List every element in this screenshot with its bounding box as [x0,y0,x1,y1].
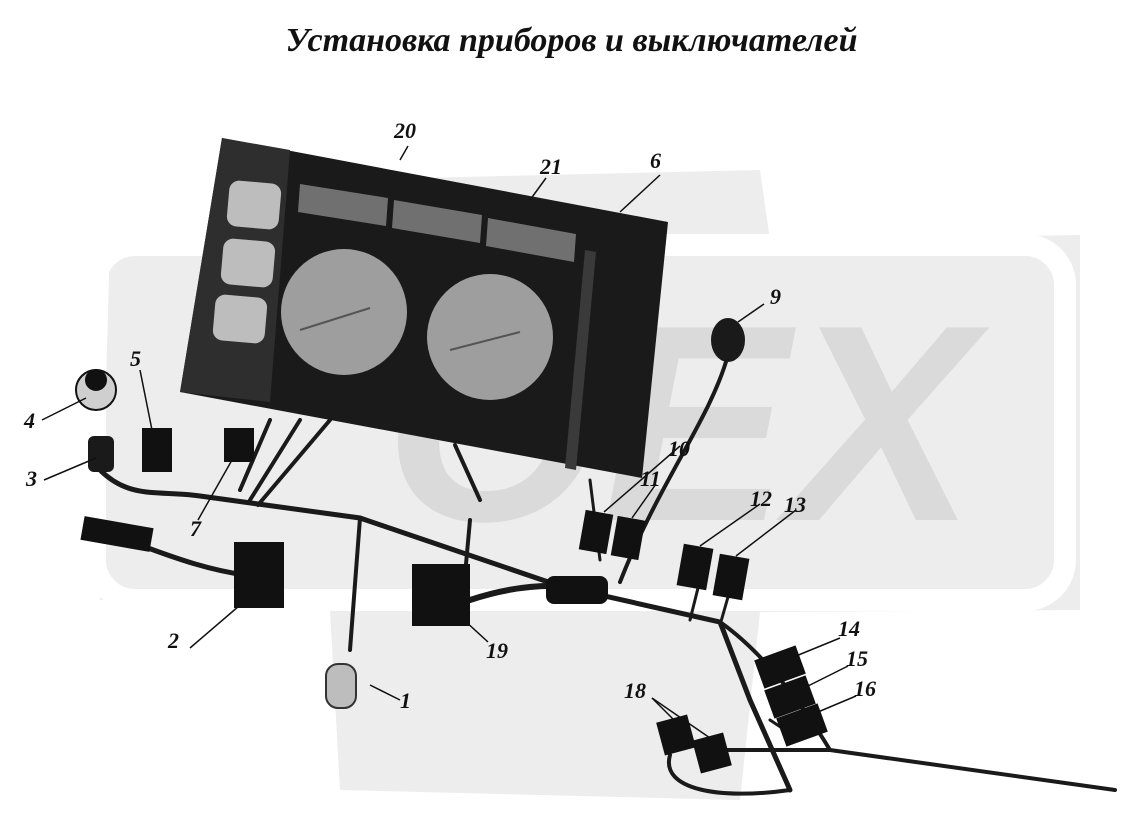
callout-21: 21 [540,154,562,179]
callout-13: 13 [784,492,806,517]
component-9-bulb [711,318,745,362]
panel-right-edge [565,250,596,470]
warning-strip-3 [486,218,576,262]
callout-5: 5 [130,346,141,371]
component-1-sensor [325,663,357,709]
callout-4: 4 [24,408,35,433]
indicator-3 [212,294,268,344]
component-16-switch [776,703,828,747]
component-4-lamp-center [85,369,107,391]
component-18-switch-b [692,732,732,774]
callout-7: 7 [190,516,201,541]
callout-1: 1 [400,688,411,713]
instrument-panel [180,138,668,478]
gauge-right-needle [449,331,521,351]
callout-16: 16 [854,676,876,701]
component-14-switch [754,645,806,689]
gauge-right [427,274,553,400]
component-12-switch [676,543,714,591]
gauge-left [281,249,407,375]
component-5-switch [142,428,172,472]
component-10-switch [578,509,614,555]
component-2-block [234,542,284,608]
panel-body [180,138,668,478]
component-18-switch-a [656,714,696,756]
callout-19: 19 [486,638,508,663]
callout-12: 12 [750,486,772,511]
callout-10: 10 [668,436,690,461]
component-7-switch [224,428,254,462]
indicator-2 [220,238,276,288]
diagram-title: Установка приборов и выключателей [285,22,858,59]
component-13-switch [712,553,750,601]
warning-strip-1 [298,184,388,226]
callout-3: 3 [26,466,37,491]
component-11-switch [610,515,646,561]
callout-9: 9 [770,284,781,309]
callout-6: 6 [650,148,661,173]
component-15-switch [764,675,816,719]
component-connector-mid [546,576,608,604]
callout-2: 2 [168,628,179,653]
leader-lines [41,145,857,739]
callout-18: 18 [624,678,646,703]
gauge-left-needle [299,307,371,331]
component-3-plug [88,436,114,472]
callout-14: 14 [838,616,860,641]
callout-15: 15 [846,646,868,671]
warning-strip-2 [392,200,482,243]
callout-20: 20 [394,118,416,143]
component-connector-left [80,516,154,552]
indicator-1 [226,180,282,230]
component-19-block [412,564,470,626]
components [75,318,828,774]
callout-11: 11 [640,466,661,491]
